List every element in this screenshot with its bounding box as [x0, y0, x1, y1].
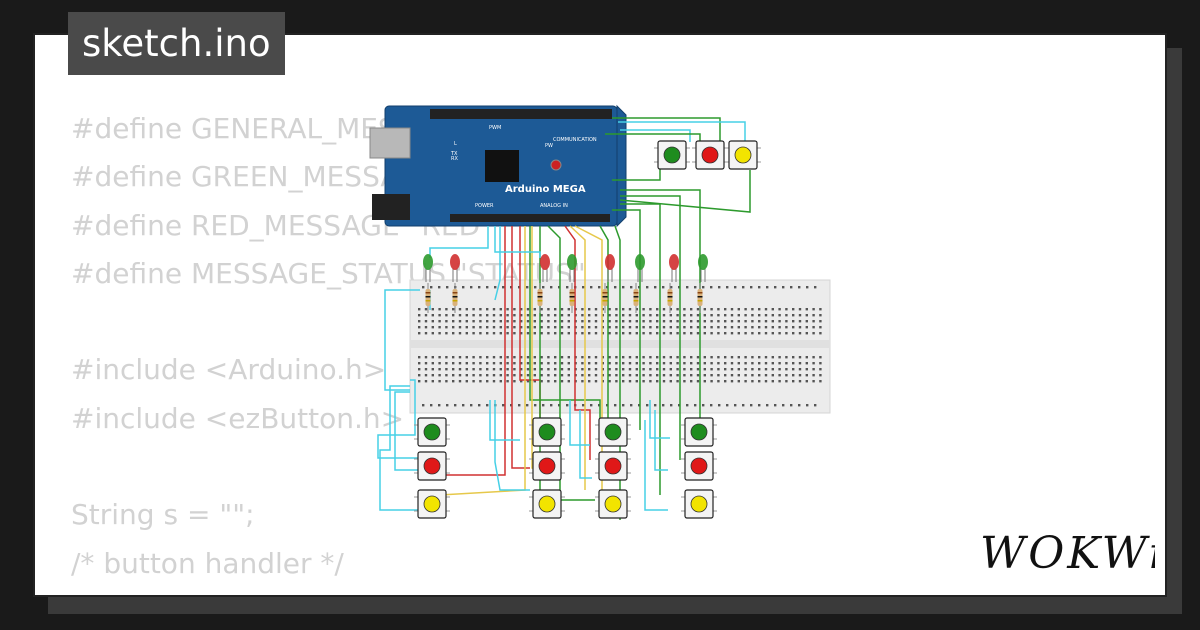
- resistor: [425, 283, 431, 313]
- resistor: [537, 283, 543, 313]
- arduino-mega-board: PWM COMMUNICATION L TX RX PW Arduino MEG…: [369, 104, 627, 228]
- pushbutton: [595, 451, 631, 481]
- led: [605, 254, 615, 282]
- wire: [612, 209, 641, 430]
- communication-label: COMMUNICATION: [553, 137, 597, 143]
- preview-card: #define GENERAL_MESSAGE "CLEAR" #define …: [33, 33, 1167, 597]
- circuit-diagram: PWM COMMUNICATION L TX RX PW Arduino MEG…: [369, 104, 831, 520]
- resistor: [697, 283, 703, 313]
- code-line: #include <ezButton.h>: [71, 401, 405, 435]
- wire: [377, 379, 418, 459]
- wire: [579, 410, 592, 479]
- wire: [494, 226, 501, 301]
- wire: [569, 225, 586, 490]
- resistor: [452, 283, 458, 313]
- mcu-chip: [485, 150, 519, 182]
- wire: [620, 129, 691, 142]
- wire: [379, 385, 418, 511]
- wire: [618, 121, 746, 142]
- file-title: sketch.ino: [68, 12, 285, 75]
- logo-text: WOKWi: [980, 528, 1155, 579]
- pushbutton: [414, 451, 450, 481]
- led: [540, 254, 550, 282]
- leds: [423, 254, 708, 282]
- pushbuttons: [414, 140, 761, 519]
- resistor: [633, 283, 639, 313]
- pushbutton: [692, 140, 728, 170]
- code-line: /* button handler */: [71, 546, 344, 580]
- pushbutton: [654, 140, 690, 170]
- wire: [489, 400, 520, 441]
- wire: [654, 410, 668, 471]
- pushbutton: [529, 417, 565, 447]
- wire: [574, 225, 603, 500]
- pwm-label: PWM: [489, 125, 501, 131]
- wokwi-logo: WOKWi: [980, 528, 1155, 579]
- resistor: [602, 283, 608, 313]
- power-jack: [372, 194, 410, 220]
- wire: [612, 165, 661, 181]
- pushbutton: [414, 489, 450, 519]
- pushbutton: [681, 451, 717, 481]
- code-line: #include <Arduino.h>: [71, 353, 387, 387]
- reset-button: [550, 159, 562, 171]
- wire: [620, 189, 701, 430]
- power-label: POWER: [475, 203, 494, 209]
- resistor: [569, 283, 575, 313]
- wire: [649, 400, 670, 439]
- rx-label: RX: [451, 156, 458, 162]
- wire: [494, 400, 530, 491]
- wire: [612, 117, 721, 142]
- led: [698, 254, 708, 282]
- resistor: [667, 283, 673, 313]
- led: [423, 254, 433, 282]
- usb-port: [369, 127, 411, 159]
- wire: [605, 133, 701, 142]
- led: [450, 254, 460, 282]
- code-line: String s = "";: [71, 498, 255, 532]
- wire: [529, 226, 601, 430]
- wire: [494, 226, 541, 258]
- wires: [377, 117, 751, 520]
- analog-in-label: ANALOG IN: [540, 203, 568, 209]
- pushbutton: [725, 140, 761, 170]
- code-line: #define RED_MESSAGE "RED": [71, 208, 494, 242]
- board-name: Arduino MEGA: [505, 184, 586, 195]
- wire: [619, 170, 751, 213]
- pushbutton: [414, 417, 450, 447]
- wire: [511, 226, 530, 469]
- resistors: [425, 283, 703, 313]
- pushbutton: [595, 489, 631, 519]
- wire: [564, 225, 591, 460]
- pushbutton: [529, 489, 565, 519]
- led: [635, 254, 645, 282]
- pushbutton: [529, 451, 565, 481]
- wire: [440, 226, 506, 476]
- pushbutton: [681, 489, 717, 519]
- pushbutton: [681, 417, 717, 447]
- wire: [620, 195, 681, 460]
- wire: [644, 420, 668, 511]
- pwr-label: PW: [545, 143, 553, 149]
- pushbutton: [595, 417, 631, 447]
- wire: [620, 203, 661, 495]
- led: [567, 254, 577, 282]
- wire: [599, 225, 609, 420]
- tx-label: TX: [450, 151, 458, 157]
- wire: [384, 289, 420, 391]
- l-label: L: [454, 141, 457, 147]
- wire: [547, 225, 595, 501]
- wire: [429, 226, 489, 258]
- led: [669, 254, 679, 282]
- wire: [394, 391, 418, 471]
- wire: [569, 400, 590, 446]
